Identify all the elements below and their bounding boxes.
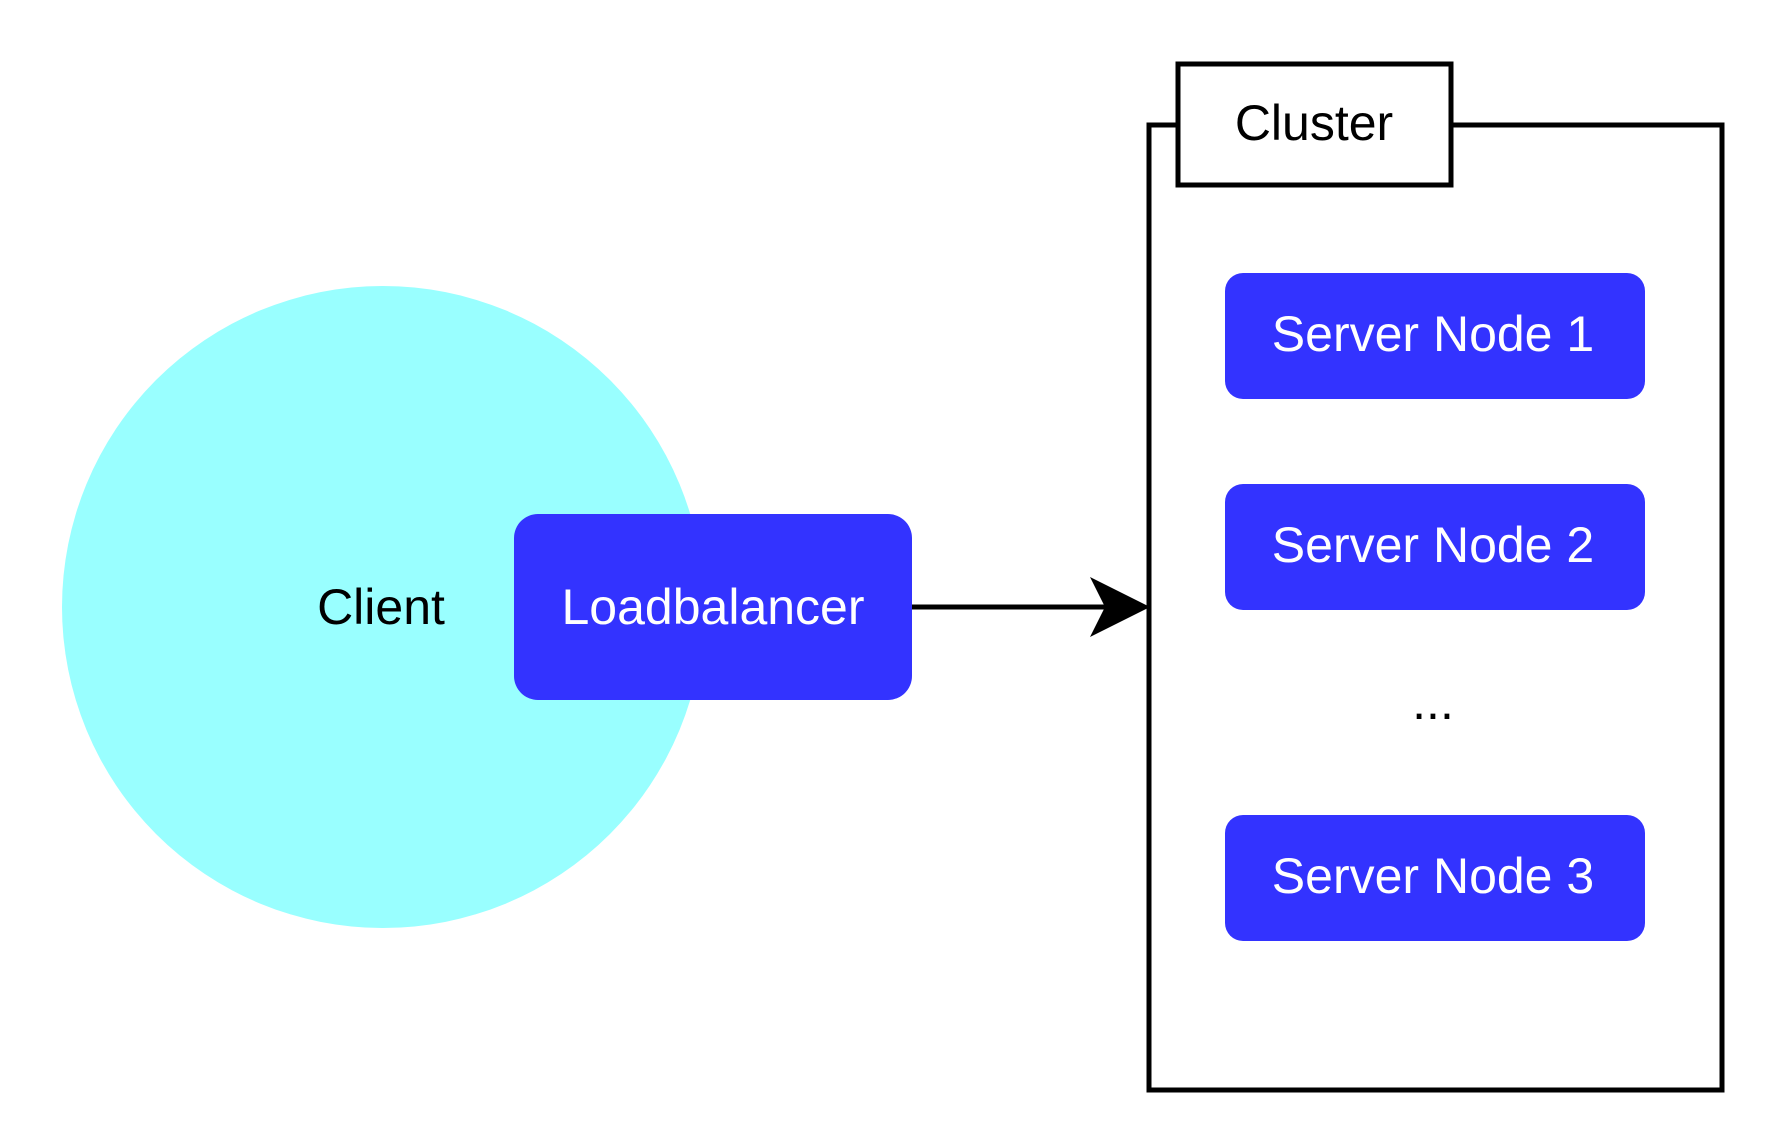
server-node-box bbox=[1225, 273, 1645, 399]
server-node-box bbox=[1225, 815, 1645, 941]
server-node-2[interactable]: Server Node 2 bbox=[1225, 484, 1645, 610]
cluster-label: Cluster bbox=[1235, 95, 1393, 151]
server-node-box bbox=[1225, 484, 1645, 610]
loadbalancer-label: Loadbalancer bbox=[561, 579, 864, 635]
server-node-1[interactable]: Server Node 1 bbox=[1225, 273, 1645, 399]
loadbalancer-node[interactable]: Loadbalancer bbox=[514, 514, 912, 700]
server-nodes-ellipsis: ... bbox=[1412, 674, 1454, 730]
server-node-label: Server Node 1 bbox=[1272, 306, 1594, 362]
client-circle bbox=[62, 286, 704, 928]
server-node-label: Server Node 2 bbox=[1272, 517, 1594, 573]
server-node-3[interactable]: Server Node 3 bbox=[1225, 815, 1645, 941]
server-node-label: Server Node 3 bbox=[1272, 848, 1594, 904]
client-node[interactable]: Client bbox=[62, 286, 704, 928]
cluster-tab bbox=[1175, 61, 1454, 188]
loadbalancer-box bbox=[514, 514, 912, 700]
client-label: Client bbox=[317, 579, 445, 635]
